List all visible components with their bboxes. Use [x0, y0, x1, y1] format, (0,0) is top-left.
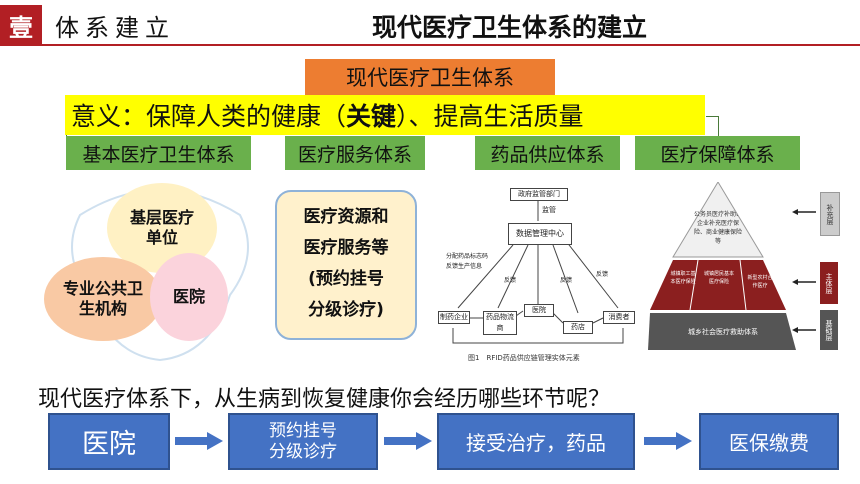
flow-step-registration: 预约挂号分级诊疗	[228, 413, 378, 470]
label-supplementary: 补充层	[820, 192, 840, 236]
system-medical-security: 医疗保障体系	[635, 136, 800, 170]
meaning-prefix: 意义：保障人类的健康（	[71, 102, 347, 131]
pyramid-top-text: 公务员医疗补助、企业补充医疗保险、商业健康保险等	[693, 211, 742, 245]
label-feedback: 反馈	[596, 271, 609, 278]
flow-step-insurance: 医保缴费	[699, 413, 839, 470]
label-base: 基础层	[820, 310, 838, 350]
flow-step-hospital: 医院	[48, 413, 170, 470]
node-hospital: 医院	[524, 304, 554, 317]
node-logistics: 药品物流商	[483, 311, 517, 335]
service-line: 医疗资源和	[303, 207, 389, 227]
meaning-bar: 意义：保障人类的健康（关键）、提高生活质量	[65, 95, 705, 135]
pyramid-shape	[648, 182, 816, 350]
security-pyramid: 公务员医疗补助、企业补充医疗保险、商业健康保险等 城镇职工基本医疗保险 城镇居民…	[648, 182, 858, 352]
meaning-key: 关键	[346, 102, 397, 131]
arrow-right-icon	[175, 432, 223, 450]
section-badge: 壹	[0, 5, 42, 45]
flow-line: 分级诊疗	[269, 441, 337, 462]
service-line: 医疗服务等	[303, 238, 389, 258]
venn-circle-hospital: 医院	[150, 253, 228, 341]
pyramid-mid-mid: 城镇居民基本医疗保险	[703, 271, 734, 285]
arrow-right-icon	[384, 432, 432, 450]
supply-arrows	[452, 201, 624, 344]
flow-line: 预约挂号	[269, 420, 337, 441]
system-medical-service: 医疗服务体系	[285, 136, 425, 170]
service-box: 医疗资源和 医疗服务等 (预约挂号 分级诊疗)	[275, 190, 417, 340]
system-drug-supply: 药品供应体系	[475, 136, 620, 170]
service-line: (预约挂号	[308, 269, 384, 289]
arrow-right-icon	[644, 432, 692, 450]
supply-caption: 图1 RFID药品供应链管理实体元素	[468, 354, 580, 362]
label-assign-code: 分配药品标志码	[446, 253, 489, 260]
page-title: 现代医疗卫生体系的建立	[372, 13, 648, 42]
node-consumer: 消费者	[603, 311, 635, 324]
meaning-suffix: ）、提高生活质量	[396, 102, 584, 131]
service-line: 分级诊疗)	[308, 300, 384, 320]
pyramid-mid-right: 新型农村合作医疗	[747, 275, 773, 289]
label-feedback-prod: 反馈生产信息	[446, 263, 483, 270]
pyramid-bottom: 城乡社会医疗救助体系	[688, 328, 758, 336]
label-supervise: 监管	[542, 206, 556, 214]
section-title: 体系建立	[55, 14, 175, 42]
node-pharma: 制药企业	[438, 311, 470, 324]
label-main: 主体层	[820, 262, 838, 304]
pyramid-mid-left: 城镇职工基本医疗保险	[670, 271, 696, 285]
system-basic-health: 基本医疗卫生体系	[66, 136, 251, 170]
venn-circle-public-health: 专业公共卫生机构	[44, 257, 162, 341]
node-gov: 政府监管部门	[510, 188, 568, 201]
question-text: 现代医疗体系下，从生病到恢复健康你会经历哪些环节呢？	[38, 387, 611, 412]
connector-line	[706, 116, 719, 137]
node-data-center: 数据管理中心	[508, 223, 572, 245]
label-feedback: 反馈	[560, 277, 573, 284]
flow-step-treatment: 接受治疗，药品	[437, 413, 635, 470]
header-divider	[0, 44, 860, 46]
core-title-box: 现代医疗卫生体系	[305, 59, 555, 95]
label-feedback: 反馈	[504, 277, 517, 284]
supply-chain-diagram: 政府监管部门 监管 数据管理中心 分配药品标志码 反馈生产信息 反馈 反馈 反馈…	[438, 183, 638, 373]
node-pharmacy: 药店	[563, 321, 593, 334]
